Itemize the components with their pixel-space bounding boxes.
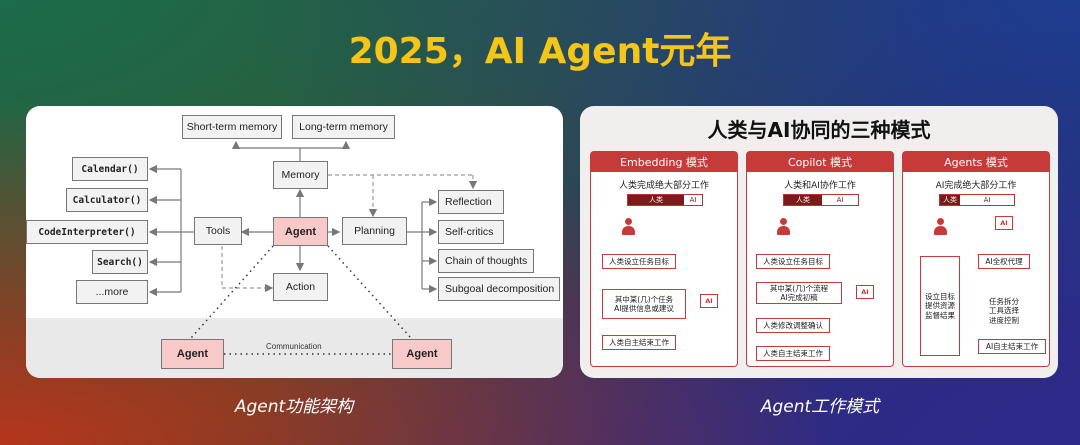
more-tools-node: ...more bbox=[76, 280, 148, 304]
human-share: 人类 bbox=[940, 195, 960, 205]
code-interpreter-tool-node: CodeInterpreter() bbox=[26, 220, 148, 244]
copilot-step-4: 人类自主结束工作 bbox=[756, 346, 830, 361]
human-share: 人类 bbox=[784, 195, 822, 205]
self-critics-node: Self-critics bbox=[438, 220, 504, 244]
agents-step-full-delegation: AI全权代理 bbox=[978, 254, 1030, 269]
search-tool-node: Search() bbox=[92, 250, 148, 274]
planning-node: Planning bbox=[342, 217, 407, 245]
chain-of-thoughts-node: Chain of thoughts bbox=[438, 249, 534, 273]
long-term-memory-node: Long-term memory bbox=[292, 115, 395, 139]
tools-node: Tools bbox=[194, 217, 242, 245]
human-share: 人类 bbox=[628, 195, 684, 205]
ai-share: AI bbox=[684, 195, 702, 205]
calendar-tool-node: Calendar() bbox=[72, 157, 148, 181]
architecture-connectors bbox=[148, 140, 478, 355]
collaboration-modes-panel: 人类与AI协同的三种模式 Embedding 模式 人类 bbox=[580, 106, 1058, 378]
ai-share: AI bbox=[822, 195, 858, 205]
embedding-mode-header: Embedding 模式 bbox=[591, 152, 737, 172]
calculator-tool-node: Calculator() bbox=[66, 188, 148, 212]
subgoal-decomposition-node: Subgoal decomposition bbox=[438, 277, 560, 301]
person-icon bbox=[776, 218, 790, 236]
embedding-step-1: 人类设立任务目标 bbox=[602, 254, 676, 269]
copilot-mode-header: Copilot 模式 bbox=[747, 152, 893, 172]
copilot-mode-subtitle: 人类和AI协作工作 bbox=[784, 181, 856, 191]
action-node: Action bbox=[273, 273, 328, 301]
reflection-node: Reflection bbox=[438, 190, 504, 214]
left-caption: Agent功能架构 bbox=[234, 397, 354, 417]
ai-computer-icon: AI bbox=[995, 216, 1013, 230]
copilot-mode-ratio-bar: 人类 AI bbox=[783, 194, 859, 206]
ai-computer-icon: AI bbox=[856, 285, 874, 299]
embedding-mode-subtitle: 人类完成绝大部分工作 bbox=[618, 181, 709, 191]
page-title: 2025，AI Agent元年 bbox=[348, 31, 732, 72]
right-caption: Agent工作模式 bbox=[760, 397, 880, 417]
copilot-step-2: 其中某(几)个流程 AI完成初稿 bbox=[756, 282, 842, 304]
embedding-step-3: 人类自主结束工作 bbox=[602, 335, 676, 350]
communication-label: Communication bbox=[266, 342, 322, 351]
ai-computer-icon: AI bbox=[700, 294, 718, 308]
agents-step-ai-finish: AI自主结束工作 bbox=[978, 339, 1046, 354]
embedding-mode-ratio-bar: 人类 AI bbox=[627, 194, 703, 206]
short-term-memory-node: Short-term memory bbox=[182, 115, 282, 139]
memory-node: Memory bbox=[273, 161, 328, 189]
ai-share: AI bbox=[960, 195, 1014, 205]
agent-left-node: Agent bbox=[161, 339, 224, 369]
person-icon bbox=[933, 218, 947, 236]
embedding-step-2: 其中某(几)个任务 AI提供信息或建议 bbox=[602, 289, 686, 319]
agent-node: Agent bbox=[273, 217, 328, 246]
agents-mode-ratio-bar: 人类 AI bbox=[939, 194, 1015, 206]
agent-architecture-panel: Short-term memory Long-term memory Memor… bbox=[26, 106, 563, 378]
modes-title: 人类与AI协同的三种模式 bbox=[707, 118, 931, 142]
copilot-step-3: 人类修改调整确认 bbox=[756, 318, 830, 333]
agents-step-task-breakdown: 任务拆分 工具选择 进度控制 bbox=[989, 296, 1019, 325]
agents-mode-header: Agents 模式 bbox=[903, 152, 1049, 172]
agent-right-node: Agent bbox=[392, 339, 452, 369]
person-icon bbox=[621, 218, 635, 236]
agents-mode-subtitle: AI完成绝大部分工作 bbox=[935, 181, 1017, 191]
agents-step-human-oversight: 设立目标 提供资源 监督结果 bbox=[920, 256, 960, 356]
communication-band bbox=[26, 318, 563, 378]
copilot-step-1: 人类设立任务目标 bbox=[756, 254, 830, 269]
